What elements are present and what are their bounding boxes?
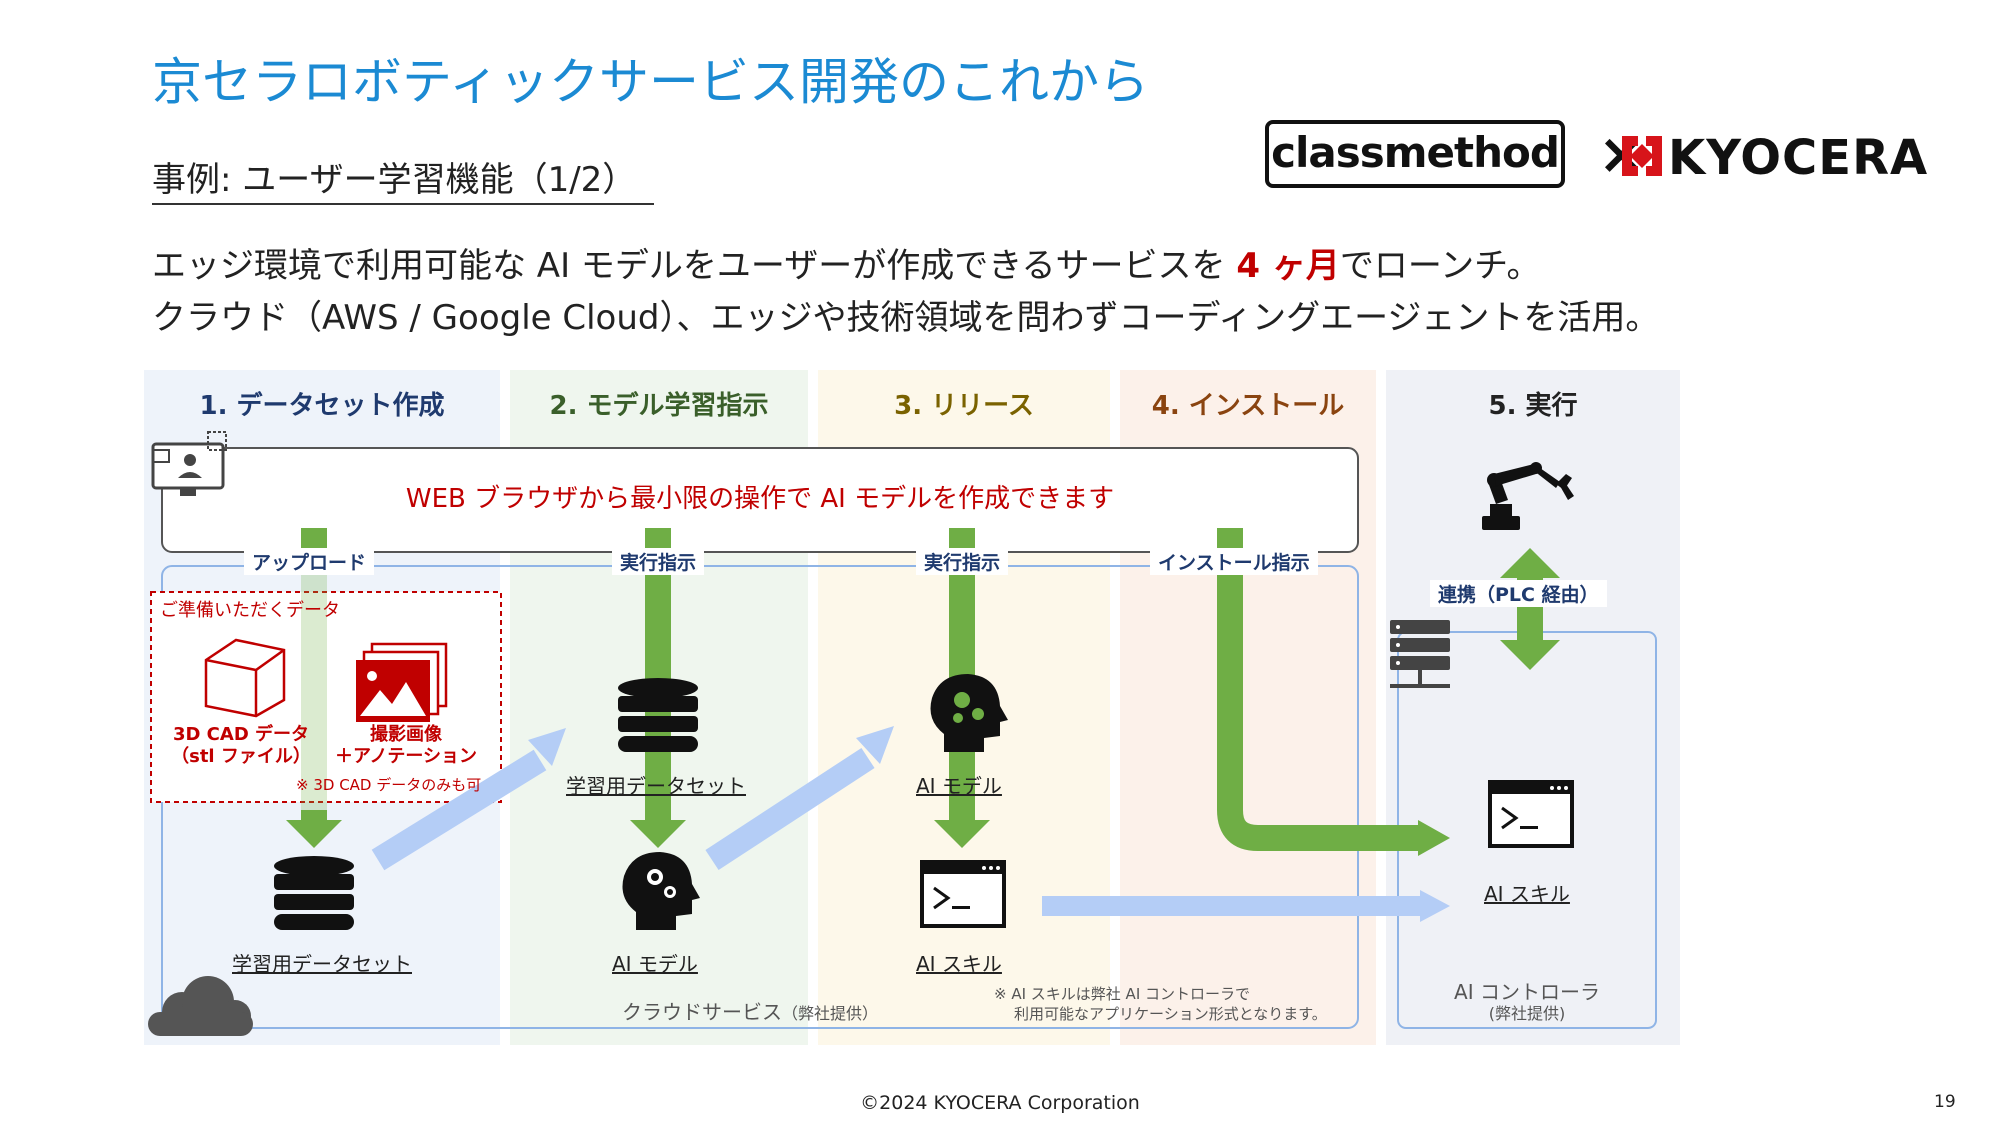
kyocera-mark-icon — [1622, 136, 1662, 176]
plc-tag: 連携（PLC 経由） — [1430, 580, 1607, 607]
footer-copyright: ©2024 KYOCERA Corporation — [860, 1092, 1140, 1114]
lead-emphasis: 4 ヶ月 — [1236, 246, 1340, 286]
controller-note: (弊社提供) — [1488, 1004, 1566, 1023]
terminal-icon-3 — [920, 860, 1006, 928]
page-title: 京セラロボティックサービス開発のこれから — [152, 53, 1149, 111]
cloud-service-label: クラウドサービス（弊社提供） — [622, 996, 878, 1025]
page-number: 19 — [1934, 1092, 1956, 1112]
photo-label-line2: ＋アノテーション — [334, 746, 478, 767]
database-icon-2 — [618, 678, 698, 752]
model-label-2: AI モデル — [612, 952, 698, 976]
slide-subtitle: 事例: ユーザー学習機能（1/2） — [152, 152, 655, 205]
skill-label-3: AI スキル — [916, 952, 1002, 976]
exec-tag-2: 実行指示 — [916, 548, 1009, 575]
upload-tag: アップロード — [244, 548, 375, 575]
banner-text: WEB ブラウザから最小限の操作で AI モデルを作成できます — [405, 484, 1115, 514]
photo-icon — [356, 642, 448, 722]
stage-2-label: 2. モデル学習指示 — [549, 391, 769, 421]
cloud-icon — [148, 976, 253, 1036]
model-label-3: AI モデル — [916, 774, 1002, 798]
cad-label-line2: （stl ファイル） — [171, 746, 311, 767]
prepared-note: ※ 3D CAD データのみも可 — [296, 776, 482, 794]
stage-4-label: 4. インストール — [1151, 391, 1345, 421]
controller-label: AI コントローラ — [1454, 980, 1600, 1004]
skill-note-line1: ※ AI スキルは弊社 AI コントローラで — [994, 985, 1251, 1003]
cad-label: 3D CAD データ （stl ファイル） — [166, 724, 316, 768]
terminal-icon-5 — [1488, 780, 1574, 848]
cube-icon — [204, 638, 286, 718]
lead-text-before: エッジ環境で利用可能な AI モデルをユーザーが作成できるサービスを — [152, 246, 1237, 286]
photo-label-line1: 撮影画像 — [370, 724, 442, 745]
robot-arm-icon — [1482, 462, 1574, 530]
skill-note-line2: 利用可能なアプリケーション形式となります。 — [1014, 1005, 1327, 1023]
ai-model-head-icon-3 — [930, 674, 1008, 752]
stage-1-label: 1. データセット作成 — [199, 391, 445, 421]
dataset-label-2: 学習用データセット — [566, 774, 746, 798]
lead-line-2: クラウド（AWS / Google Cloud）、エッジや技術領域を問わずコーデ… — [152, 298, 1660, 338]
banner-box — [161, 447, 1359, 553]
cloud-service-note: （弊社提供） — [782, 1004, 879, 1023]
database-icon-1 — [274, 856, 354, 930]
prepared-title: ご準備いただくデータ — [160, 600, 340, 621]
skill-label-5: AI スキル — [1484, 882, 1570, 906]
server-icon — [1390, 620, 1450, 688]
cloud-service-name: クラウドサービス — [622, 1000, 782, 1024]
dataset-label-1: 学習用データセット — [232, 952, 412, 976]
kyocera-logo: KYOCERA — [1668, 130, 1929, 186]
lead-line-1: エッジ環境で利用可能な AI モデルをユーザーが作成できるサービスを 4 ヶ月で… — [152, 238, 1540, 287]
exec-tag-1: 実行指示 — [612, 548, 705, 575]
skill-note: ※ AI スキルは弊社 AI コントローラで 利用可能なアプリケーション形式とな… — [994, 984, 1327, 1024]
lead-text-after: でローンチ。 — [1339, 246, 1541, 286]
install-tag: インストール指示 — [1150, 548, 1318, 575]
ai-model-head-icon-2 — [622, 852, 700, 930]
photo-label: 撮影画像 ＋アノテーション — [326, 724, 486, 768]
stage-5-label: 5. 実行 — [1488, 391, 1578, 421]
stage-5-bg — [1386, 370, 1680, 1045]
classmethod-logo: classmethod — [1265, 120, 1565, 188]
stage-3-label: 3. リリース — [894, 391, 1034, 421]
web-user-icon — [151, 431, 227, 496]
cad-label-line1: 3D CAD データ — [172, 724, 310, 745]
